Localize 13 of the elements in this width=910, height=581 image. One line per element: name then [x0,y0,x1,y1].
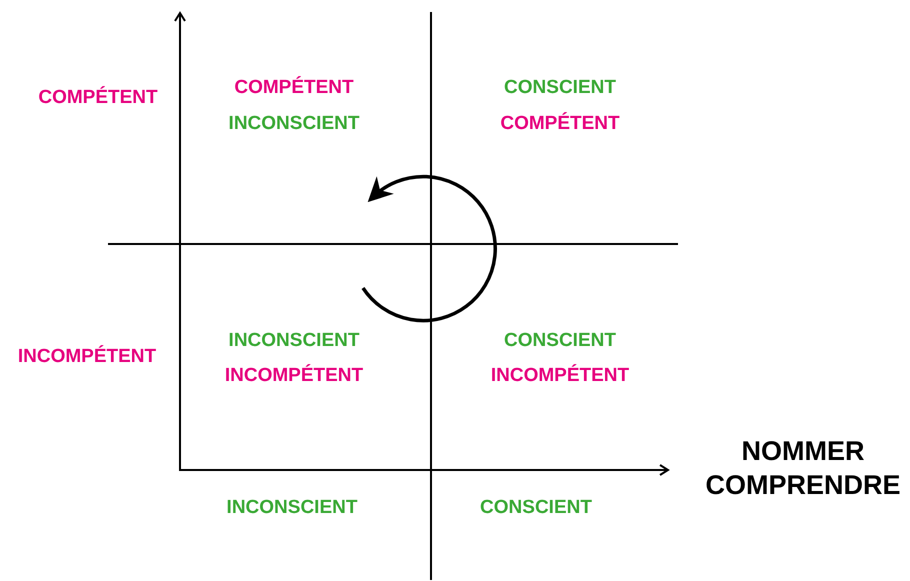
quadrant-label: COMPÉTENT [234,77,354,99]
axis-label: INCOMPÉTENT [18,346,156,368]
quadrant-label: INCOMPÉTENT [224,365,364,387]
quadrant-label: INCONSCIENT [228,330,360,352]
quadrant-label: INCOMPÉTENT [490,365,630,387]
quadrant-label: CONSCIENT [504,77,616,99]
axis-label: CONSCIENT [480,497,592,519]
axis-label: INCONSCIENT [226,497,358,519]
quadrant-label: INCONSCIENT [228,113,360,135]
quadrant-label: COMPÉTENT [500,113,620,135]
axis-title: NOMMER COMPRENDRE [704,435,902,502]
axis-label: COMPÉTENT [38,87,158,109]
quadrant-label: CONSCIENT [504,330,616,352]
